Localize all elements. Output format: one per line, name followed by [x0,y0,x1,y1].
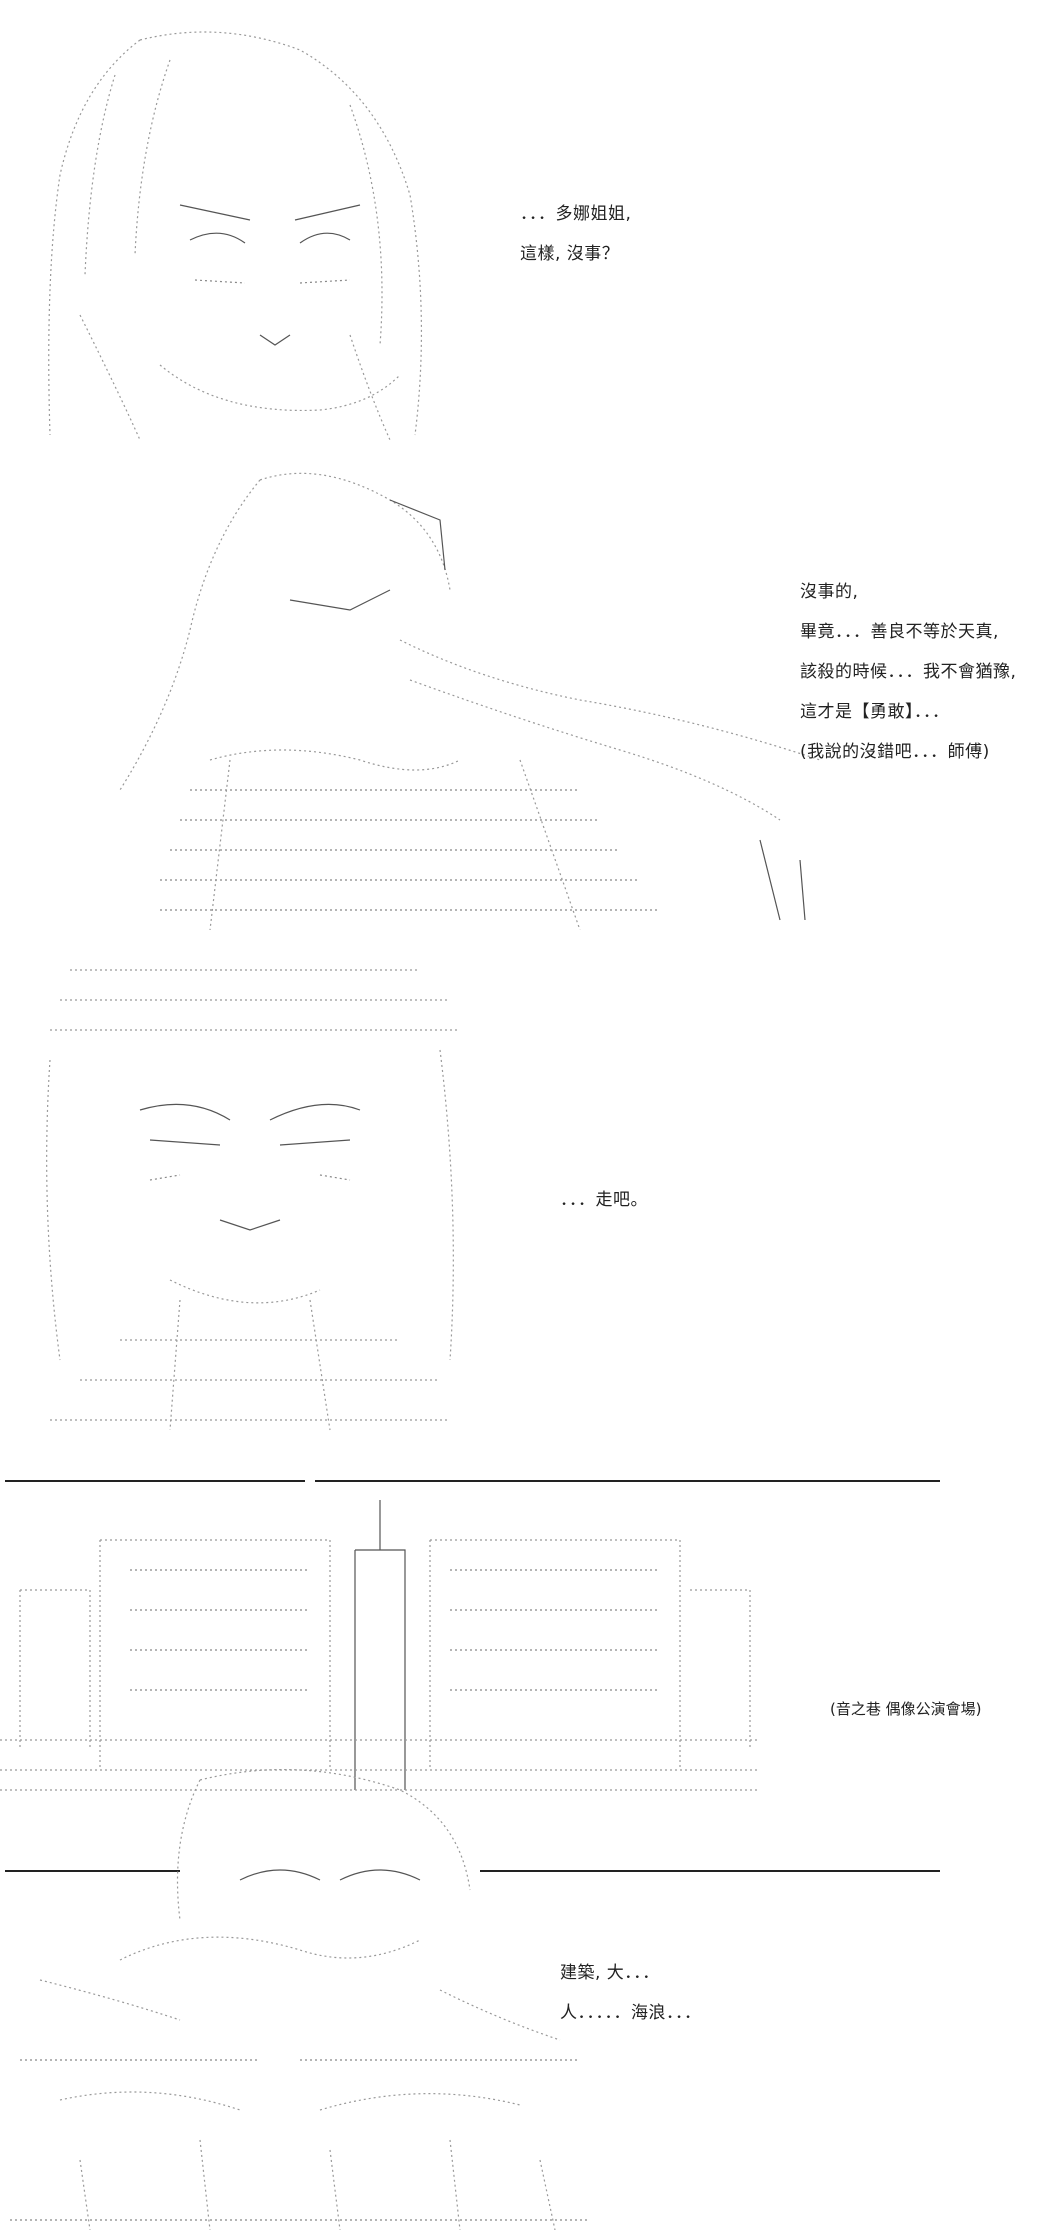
dialog-box-3: ．．．走吧。 [560,1180,648,1220]
panel-divider [480,1870,940,1872]
girl-ascii-art [20,15,460,445]
girl-hooded-ascii-art [20,960,470,1440]
dialog-box-4: 建築, 大．．． 人．．．．．海浪．．． [560,1953,702,2033]
dialog-line: 這樣, 沒事？ [520,244,620,264]
dialog-line: (我說的沒錯吧．．．師傅) [800,742,990,762]
dialog-line: 該殺的時候．．．我不會猶豫, [800,662,1017,682]
location-caption: (音之巷 偶像公演會場) [830,1700,982,1718]
panel-divider [5,1870,180,1872]
dialog-box-1: ．．．多娜姐姐, 這樣, 沒事？ [520,194,631,274]
girl-back-view-ascii-art [60,460,840,930]
idol-venue-buildings-ascii-art [0,1490,760,1810]
dialog-line: 這才是【勇敢】．．． [800,702,950,722]
panel-1: ．．．多娜姐姐, 這樣, 沒事？ [0,0,1040,460]
dialog-line: ．．．走吧。 [560,1190,648,1210]
dialog-line: ．．．多娜姐姐, [520,204,632,224]
panel-3: ．．．走吧。 [0,960,1040,1440]
dialog-line: 人．．．．．海浪．．． [560,2003,702,2023]
dialog-box-2: 沒事的, 畢竟．．．善良不等於天真, 該殺的時候．．．我不會猶豫, 這才是【勇敢… [800,572,1016,772]
panel-divider [315,1480,940,1482]
dialog-line: 沒事的, [800,582,859,602]
panel-2: 沒事的, 畢竟．．．善良不等於天真, 該殺的時候．．．我不會猶豫, 這才是【勇敢… [0,460,1040,940]
panel-divider [5,1480,305,1482]
crowd-ascii-art [0,1760,600,2230]
dialog-line: 畢竟．．．善良不等於天真, [800,622,999,642]
panel-4: (音之巷 偶像公演會場) 建築, 大．．． 人．．．．．海浪．．． [0,1490,1040,2232]
dialog-line: 建築, 大．．． [560,1963,660,1983]
